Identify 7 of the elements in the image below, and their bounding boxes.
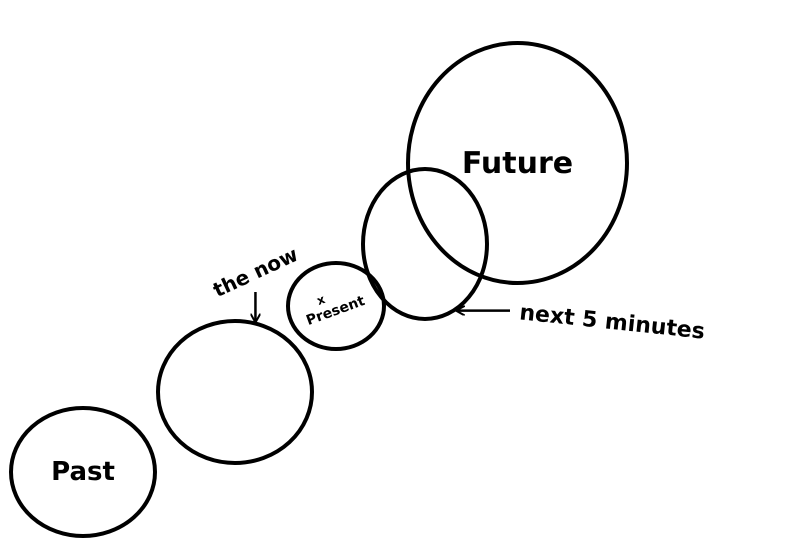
circle-label: Past	[51, 457, 115, 487]
leader-arrow	[249, 292, 262, 324]
future-circle	[405, 40, 630, 286]
annotation-text: next 5 minutes	[510, 300, 715, 345]
past-circle	[8, 405, 158, 539]
circle-label: Future	[462, 146, 574, 180]
leader-arrow	[455, 304, 510, 317]
